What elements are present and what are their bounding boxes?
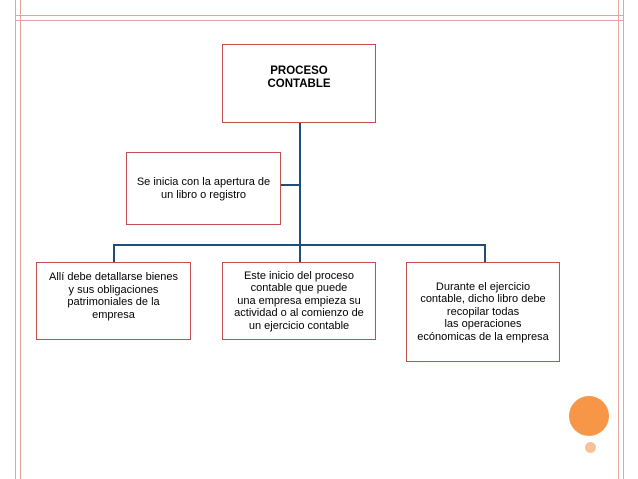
frame-line-top bbox=[15, 15, 624, 16]
root-node-proceso-contable: PROCESO CONTABLE bbox=[222, 44, 376, 123]
frame-line-left-outer bbox=[15, 0, 16, 479]
child-node-inicio: Este inicio del proceso contable que pue… bbox=[222, 262, 376, 340]
frame-line-left-inner bbox=[20, 0, 21, 479]
frame-line-right-outer bbox=[623, 0, 624, 479]
child-node-ejercicio: Durante el ejercicio contable, dicho lib… bbox=[406, 262, 560, 362]
connector-root-trunk bbox=[299, 122, 301, 245]
frame-line-top-inner bbox=[15, 20, 624, 21]
child-node-bienes: Allí debe detallarse bienes y sus obliga… bbox=[36, 262, 191, 340]
assistant-node-apertura: Se inicia con la apertura de un libro o … bbox=[126, 152, 281, 225]
connector-child-3 bbox=[484, 244, 486, 262]
connector-child-1 bbox=[113, 244, 115, 262]
connector-assistant bbox=[280, 184, 300, 186]
decorative-circle-large bbox=[569, 396, 609, 436]
frame-line-right-inner bbox=[618, 0, 619, 479]
connector-child-2 bbox=[299, 244, 301, 262]
decorative-circle-small bbox=[585, 442, 596, 453]
